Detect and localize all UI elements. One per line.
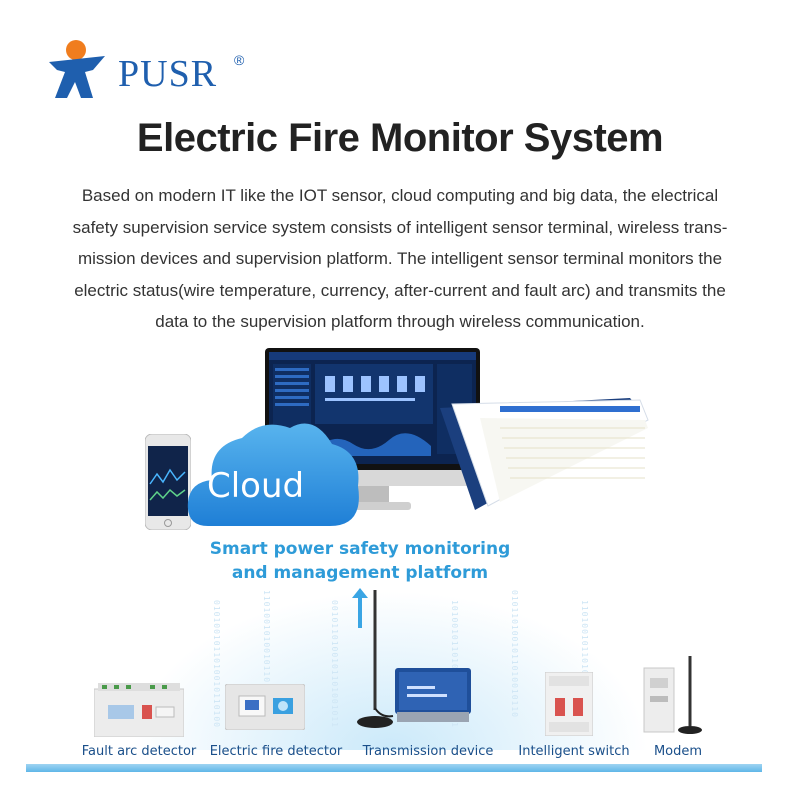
device-label-fault-arc-detector: Fault arc detector [81,744,197,759]
bottom-baseline [26,764,762,772]
binary-stream: 1101001011010010110100 [580,600,589,728]
binary-stream: 0010110100101101001011 [330,600,339,728]
binary-stream: 1101001010010110101001 [262,590,271,718]
device-label-transmission-device: Transmission device [362,744,494,759]
binary-stream: 0101001011010010110100 [212,600,221,728]
device-label-electric-fire-detector: Electric fire detector [209,744,343,759]
up-arrow-icon [352,588,368,628]
device-label-modem: Modem [653,744,703,759]
platform-label-line: and management platform [231,563,489,583]
report-screens-image [440,398,649,510]
smartphone-image [145,434,191,530]
device-label-intelligent-switch: Intelligent switch [518,744,630,759]
description: Based on modern IT like the IOT sensor, … [48,180,752,338]
description-line: safety supervision service system consis… [72,217,728,237]
description-line: Based on modern IT like the IOT sensor, … [81,186,719,205]
intelligent-switch-image [545,672,593,736]
platform-label: Smart power safety monitoring and manage… [170,537,550,585]
pusr-logo-icon [49,40,105,98]
description-line: mission devices and supervision platform… [77,249,723,268]
cloud-icon [187,423,359,526]
registered-mark: ® [234,52,245,68]
binary-stream: 0101101001011010010110 [510,590,519,718]
brand-name: PUSR [118,53,218,95]
page-title: Electric Fire Monitor System [136,116,664,160]
fault-arc-detector-image [94,683,184,737]
binary-stream: 1010010110100101101001 [450,600,459,728]
electric-fire-detector-image [225,684,305,730]
description-line: electric status(wire temperature, curren… [74,280,726,300]
cloud-label: Cloud [207,466,305,506]
modem-image [643,656,702,734]
description-line: data to the supervision platform through… [155,312,645,331]
transmission-device-image [357,590,471,728]
platform-label-line: Smart power safety monitoring [209,539,511,559]
